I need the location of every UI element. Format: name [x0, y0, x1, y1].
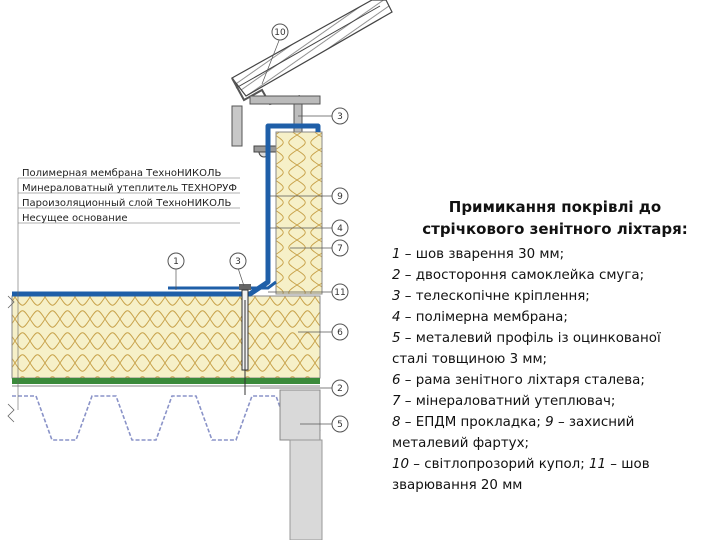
legend-text: зварювання 20 мм — [392, 478, 523, 493]
break-lines — [7, 295, 15, 423]
legend-text: – полімерна мембрана; — [400, 310, 568, 325]
layer-label-membrane: Полимерная мембрана ТехноНИКОЛЬ — [22, 168, 221, 179]
svg-text:4: 4 — [337, 224, 343, 234]
legend-text: – мінераловатний утеплювач; — [400, 394, 616, 409]
svg-text:10: 10 — [274, 28, 286, 38]
legend-number: 7 — [392, 394, 401, 409]
legend-line: 7 – мінераловатний утеплювач; — [392, 391, 718, 412]
legend-number: 6 — [392, 373, 401, 388]
layer-label-insulation: Минераловатный утеплитель ТЕХНОРУФ — [22, 183, 237, 194]
svg-text:11: 11 — [334, 288, 345, 298]
legend-text: металевий фартух; — [392, 436, 530, 451]
vapor-barrier — [12, 378, 320, 384]
svg-text:3: 3 — [235, 257, 241, 267]
legend-text: – двостороння самоклейка смуга; — [400, 268, 645, 283]
polymer-membrane — [12, 123, 321, 297]
callout-2 — [331, 379, 349, 397]
telescopic-fastener — [239, 284, 251, 395]
callout-5 — [331, 415, 349, 433]
callout-7 — [331, 239, 349, 257]
legend-line: 6 – рама зенітного ліхтаря сталева; — [392, 370, 718, 391]
legend-text: – ЕПДМ прокладка; — [400, 415, 546, 430]
legend-line: 3 – телескопічне кріплення; — [392, 286, 718, 307]
layer-label-vapor: Пароизоляционный слой ТехноНИКОЛЬ — [22, 198, 232, 209]
callout-9 — [331, 187, 349, 205]
callout-1 — [167, 252, 185, 270]
legend-text: – телескопічне кріплення; — [400, 289, 590, 304]
legend-line: 5 – металевий профіль із оцинкованої — [392, 328, 718, 349]
callout-6 — [331, 323, 349, 341]
steel-deck — [12, 389, 323, 540]
callout-11 — [331, 283, 349, 301]
caption-title-line-2: стрічкового зенітного ліхтаря: — [422, 220, 688, 238]
legend-line: зварювання 20 мм — [392, 475, 718, 496]
roof-insulation — [11, 295, 321, 379]
legend-number: 5 — [392, 331, 401, 346]
svg-text:7: 7 — [337, 244, 343, 254]
legend-text: – рама зенітного ліхтаря сталева; — [400, 373, 645, 388]
layer-labels: Полимерная мембрана ТехноНИКОЛЬ Минерало… — [17, 168, 240, 410]
legend-line: 1 – шов зварення 30 мм; — [392, 244, 718, 265]
legend-number: 9 — [545, 415, 554, 430]
skylight-dome — [231, 0, 393, 106]
legend-line: 4 – полімерна мембрана; — [392, 307, 718, 328]
legend-line: сталі товщиною 3 мм; — [392, 349, 718, 370]
legend-text: – захисний — [553, 415, 635, 430]
svg-text:2: 2 — [337, 384, 343, 394]
legend-number: 10 — [392, 457, 410, 472]
legend-number: 2 — [392, 268, 401, 283]
legend-text: – шов зварення 30 мм; — [400, 247, 565, 262]
legend-text: – металевий профіль із оцинкованої — [400, 331, 661, 346]
caption-title: Примикання покрівлі до стрічкового зеніт… — [392, 196, 718, 240]
callout-3-top — [331, 107, 349, 125]
legend-line: 2 – двостороння самоклейка смуга; — [392, 265, 718, 286]
svg-text:5: 5 — [337, 420, 343, 430]
legend-number: 4 — [392, 310, 401, 325]
legend-line: 10 – світлопрозорий купол; 11 – шов — [392, 454, 718, 475]
curb-insulation — [275, 131, 323, 295]
legend-list: 1 – шов зварення 30 мм;2 – двостороння с… — [392, 244, 718, 496]
legend-number: 3 — [392, 289, 401, 304]
svg-text:9: 9 — [337, 192, 343, 202]
caption-title-line-1: Примикання покрівлі до — [448, 198, 662, 216]
legend-line: 8 – ЕПДМ прокладка; 9 – захисний — [392, 412, 718, 433]
legend-text: – шов — [606, 457, 650, 472]
callout-4 — [331, 219, 349, 237]
legend-text: – світлопрозорий купол; — [409, 457, 589, 472]
legend-number: 1 — [392, 247, 401, 262]
legend-line: металевий фартух; — [392, 433, 718, 454]
callouts: 10 3 9 4 7 11 6 2 5 1 3 — [167, 23, 349, 433]
layer-label-deck: Несущее основание — [22, 213, 127, 224]
callout-3-bottom — [229, 252, 247, 270]
callout-10 — [271, 23, 289, 41]
legend-number: 11 — [589, 457, 607, 472]
legend-number: 8 — [392, 415, 401, 430]
svg-text:1: 1 — [173, 257, 179, 267]
caption-block: Примикання покрівлі до стрічкового зеніт… — [392, 196, 718, 496]
legend-text: сталі товщиною 3 мм; — [392, 352, 548, 367]
svg-text:3: 3 — [337, 112, 343, 122]
svg-text:6: 6 — [337, 328, 343, 338]
